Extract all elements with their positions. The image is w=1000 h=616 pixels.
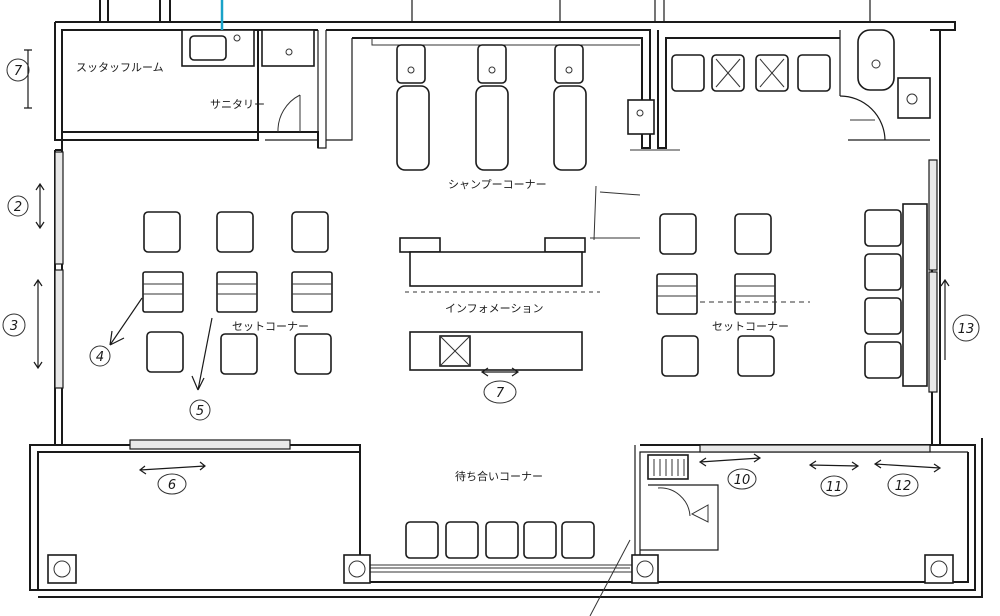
marker-7-top: 7 bbox=[6, 58, 30, 82]
shampoo-unit-1 bbox=[396, 44, 430, 171]
svg-text:4: 4 bbox=[96, 350, 104, 365]
markers: 7 2 3 4 5 6 7 10 bbox=[2, 58, 980, 497]
marker-4: 4 bbox=[89, 345, 111, 367]
waiting-corner-label: 待ち合いコーナー bbox=[455, 469, 543, 483]
set-corner-left: セットコーナー bbox=[142, 211, 333, 375]
marker-3: 3 bbox=[2, 313, 26, 337]
set-corner-left-label: セットコーナー bbox=[232, 320, 309, 333]
set-corner-right: セットコーナー bbox=[656, 213, 810, 377]
shampoo-unit-2 bbox=[475, 44, 509, 171]
svg-text:12: 12 bbox=[895, 479, 912, 494]
svg-text:13: 13 bbox=[958, 322, 975, 337]
svg-text:3: 3 bbox=[10, 319, 18, 334]
dimension-arrows bbox=[24, 49, 950, 475]
marker-10: 10 bbox=[727, 468, 757, 490]
windows bbox=[54, 151, 938, 573]
svg-text:2: 2 bbox=[14, 200, 22, 215]
svg-text:5: 5 bbox=[196, 404, 204, 419]
marker-6: 6 bbox=[157, 473, 187, 495]
right-bench bbox=[864, 203, 928, 387]
svg-text:7: 7 bbox=[496, 386, 505, 401]
information-label: インフォメーション bbox=[445, 302, 543, 315]
set-corner-right-label: セットコーナー bbox=[712, 320, 789, 333]
marker-7-center: 7 bbox=[483, 380, 517, 404]
shampoo-unit-3 bbox=[553, 44, 587, 171]
waiting-corner: 待ち合いコーナー bbox=[47, 454, 954, 616]
staff-room-label: スッタッフルーム bbox=[76, 61, 164, 74]
marker-2: 2 bbox=[7, 195, 29, 217]
upper-right-room bbox=[657, 29, 931, 149]
svg-text:6: 6 bbox=[168, 478, 176, 493]
staff-room: スッタッフルーム サニタリー bbox=[62, 0, 327, 149]
svg-text:11: 11 bbox=[826, 480, 843, 495]
sanitary-label: サニタリー bbox=[210, 98, 265, 111]
svg-text:7: 7 bbox=[14, 64, 23, 79]
svg-text:10: 10 bbox=[734, 473, 751, 488]
marker-5: 5 bbox=[189, 399, 211, 421]
shampoo-corner-label: シャンプーコーナー bbox=[448, 178, 547, 191]
information-area: インフォメーション bbox=[399, 237, 600, 371]
marker-13: 13 bbox=[952, 314, 980, 342]
shampoo-corner: シャンプーコーナー bbox=[326, 29, 680, 241]
marker-12: 12 bbox=[887, 473, 919, 497]
marker-11: 11 bbox=[820, 475, 848, 497]
